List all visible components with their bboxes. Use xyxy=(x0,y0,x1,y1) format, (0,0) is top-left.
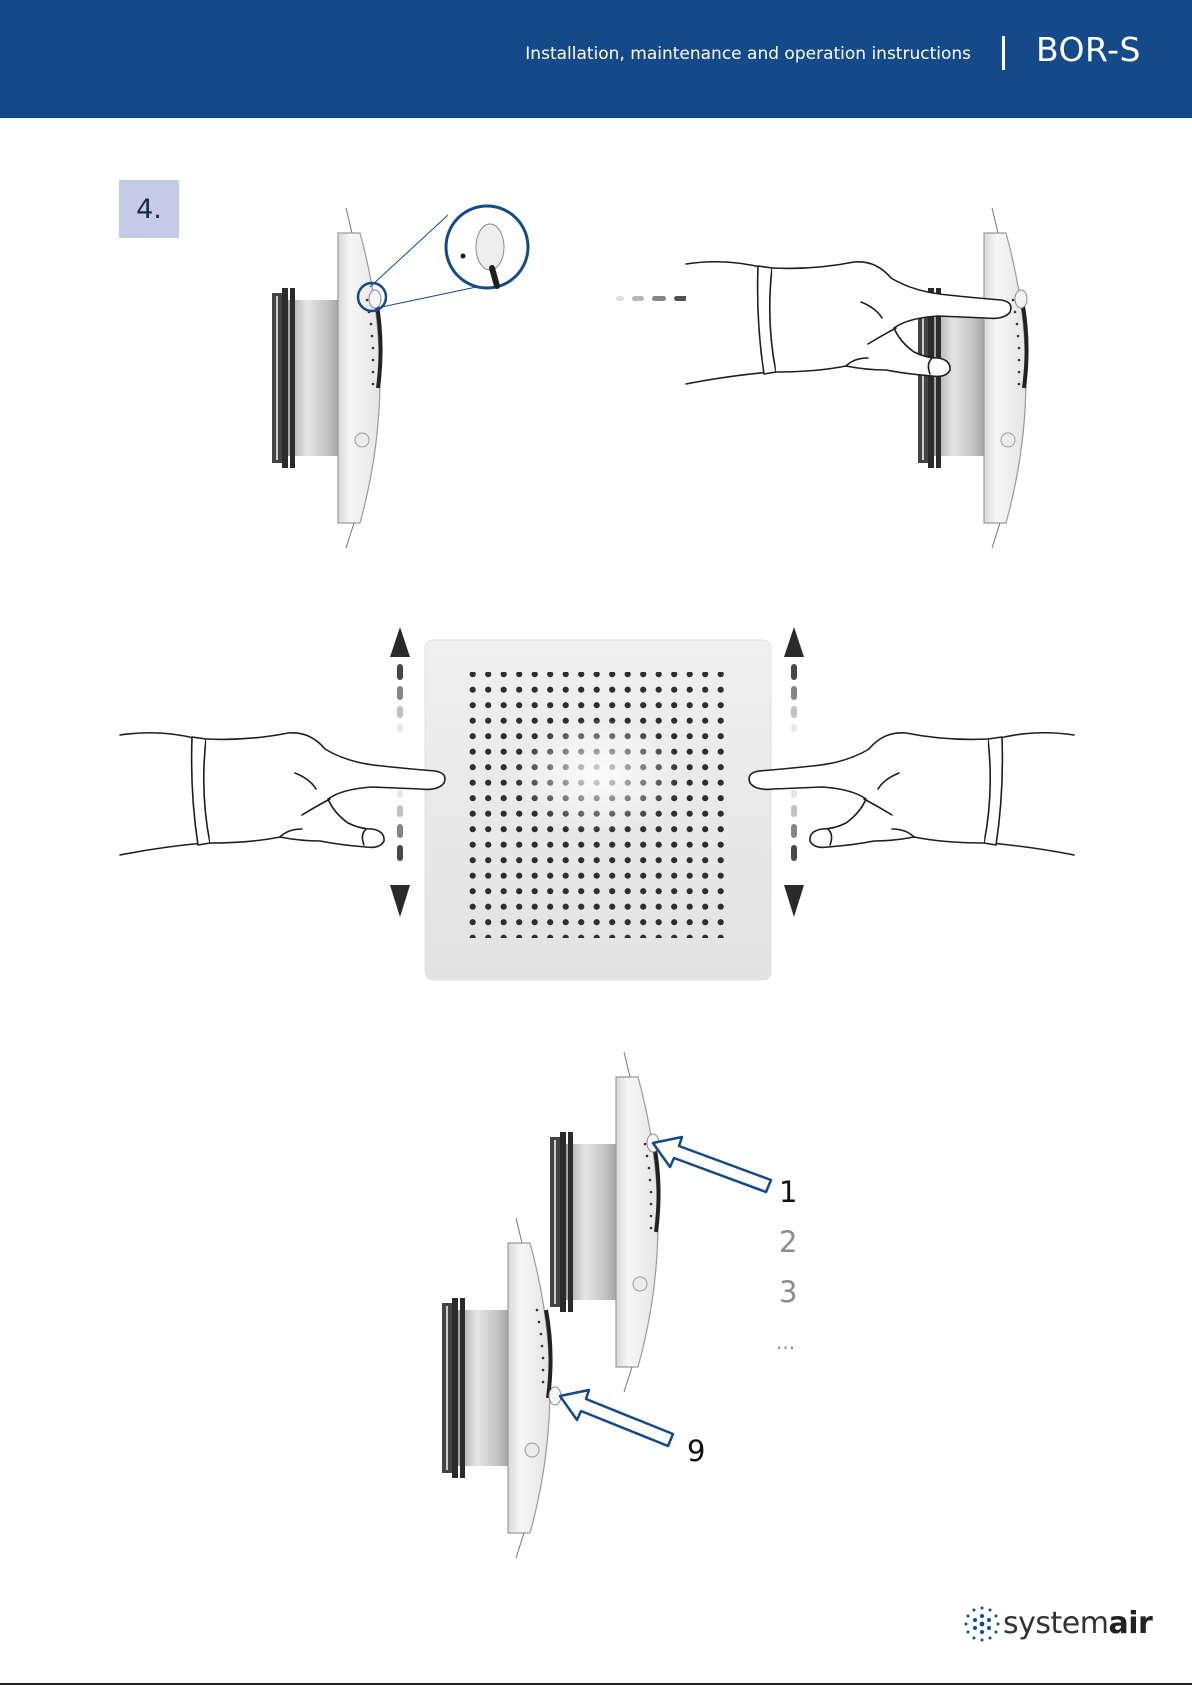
diffuser-side-view-2 xyxy=(918,208,1027,548)
callout-arrow-first xyxy=(653,1137,771,1192)
position-label-3: 3 xyxy=(779,1275,797,1309)
position-label-more: ... xyxy=(776,1330,795,1354)
systemair-logo-text: systemair xyxy=(1003,1606,1152,1641)
position-label-9: 9 xyxy=(687,1434,705,1468)
diffuser-position-first xyxy=(550,1052,659,1392)
hand-left xyxy=(120,733,445,855)
position-label-2: 2 xyxy=(779,1225,797,1259)
diffuser-front-view xyxy=(425,640,771,980)
position-label-1: 1 xyxy=(779,1175,797,1209)
systemair-logo-icon xyxy=(962,1604,1002,1644)
callout-arrow-last xyxy=(560,1390,673,1446)
hand-right xyxy=(749,733,1074,855)
diffuser-position-last xyxy=(442,1218,561,1558)
diffuser-side-view-1 xyxy=(272,208,381,548)
